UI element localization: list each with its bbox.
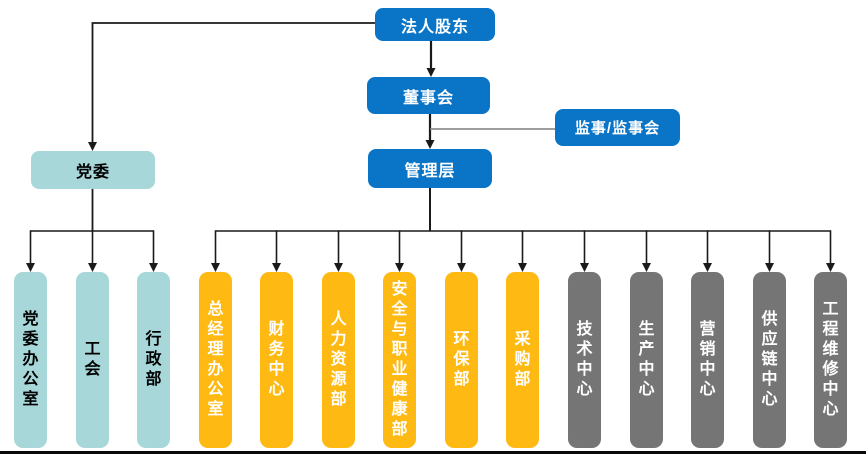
dept-label: 党委办公室 bbox=[22, 311, 39, 408]
dept-label: 生产中心 bbox=[638, 321, 655, 398]
dept-label: 总经理办公室 bbox=[207, 301, 224, 418]
dept-label: 安全与职业健康部 bbox=[391, 281, 408, 438]
dept-label: 工程维修中心 bbox=[822, 301, 839, 418]
dept-label: 采购部 bbox=[514, 331, 531, 388]
node-management: 管理层 bbox=[368, 149, 492, 188]
bottom-border-line bbox=[0, 451, 866, 454]
node-party: 党委 bbox=[31, 151, 155, 189]
dept-box: 生产中心 bbox=[630, 272, 663, 448]
dept-label: 人力资源部 bbox=[330, 311, 347, 408]
dept-box: 财务中心 bbox=[260, 272, 293, 448]
dept-box: 行政部 bbox=[137, 272, 170, 448]
dept-label: 工会 bbox=[84, 341, 101, 378]
dept-box: 供应链中心 bbox=[753, 272, 786, 448]
dept-label: 营销中心 bbox=[699, 321, 716, 398]
node-shareholder: 法人股东 bbox=[375, 8, 495, 41]
dept-box: 工会 bbox=[76, 272, 109, 448]
dept-box: 人力资源部 bbox=[322, 272, 355, 448]
node-board-label: 董事会 bbox=[402, 89, 454, 107]
dept-box: 安全与职业健康部 bbox=[383, 272, 416, 448]
dept-label: 行政部 bbox=[145, 331, 162, 388]
dept-box: 工程维修中心 bbox=[814, 272, 847, 448]
node-management-label: 管理层 bbox=[404, 162, 456, 180]
dept-box: 营销中心 bbox=[691, 272, 724, 448]
dept-box: 技术中心 bbox=[568, 272, 601, 448]
dept-label: 供应链中心 bbox=[761, 311, 778, 408]
dept-box: 环保部 bbox=[445, 272, 478, 448]
dept-box: 总经理办公室 bbox=[199, 272, 232, 448]
node-supervisor-label: 监事/监事会 bbox=[574, 120, 661, 137]
node-shareholder-label: 法人股东 bbox=[400, 18, 469, 36]
dept-label: 技术中心 bbox=[576, 321, 593, 398]
node-party-label: 党委 bbox=[75, 164, 110, 181]
node-board: 董事会 bbox=[367, 77, 490, 114]
dept-box: 党委办公室 bbox=[14, 272, 47, 448]
dept-label: 环保部 bbox=[453, 331, 470, 388]
dept-label: 财务中心 bbox=[268, 321, 285, 398]
node-supervisor: 监事/监事会 bbox=[555, 109, 680, 146]
dept-box: 采购部 bbox=[506, 272, 539, 448]
